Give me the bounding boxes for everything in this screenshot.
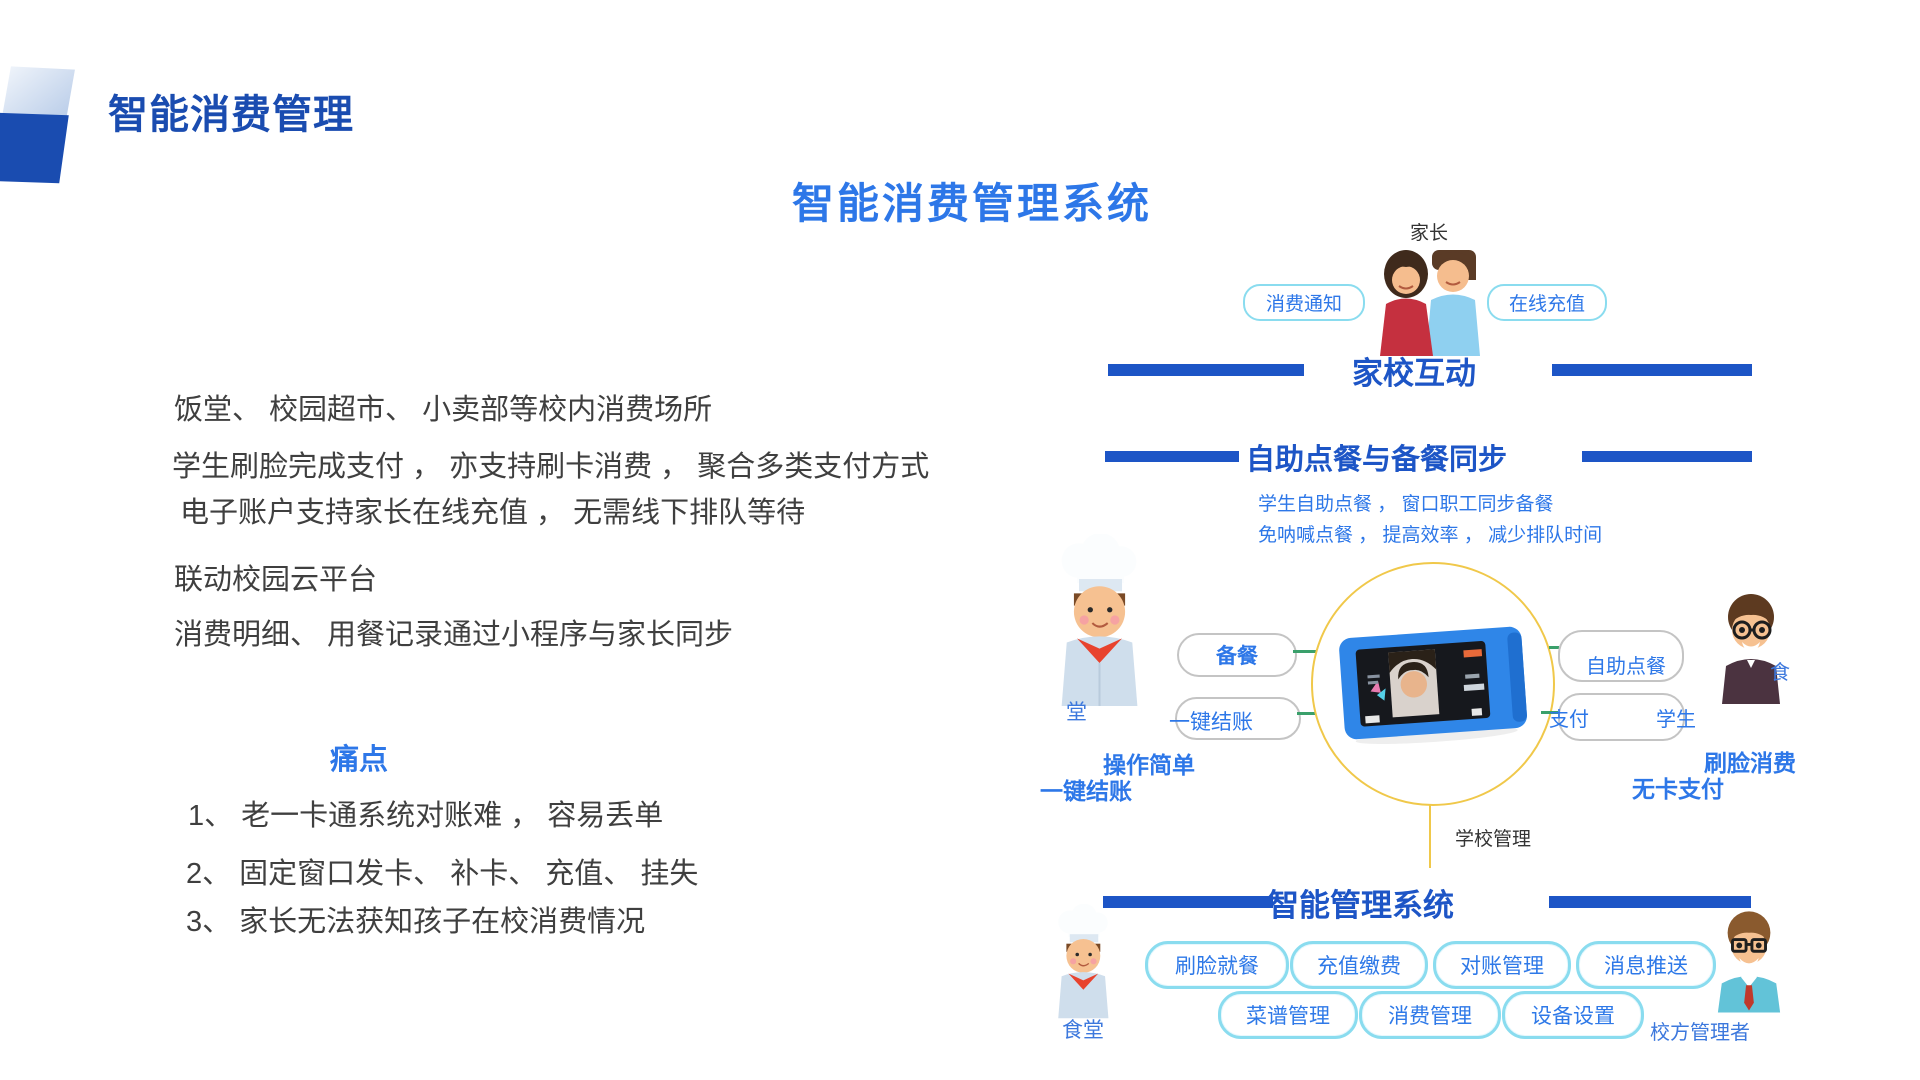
intro-line-1: 饭堂、 校园超市、 小卖部等校内消费场所 xyxy=(174,394,713,426)
divider-bar xyxy=(1108,364,1304,376)
student-overlap-label: 食 xyxy=(1770,662,1790,684)
divider-bar xyxy=(1549,896,1751,908)
heading-home-school: 家校互动 xyxy=(1352,356,1476,391)
pill-recharge-pay-label: 充值缴费 xyxy=(1317,955,1401,978)
admin-label: 校方管理者 xyxy=(1650,1022,1750,1044)
pill-online-recharge: 在线充值 xyxy=(1487,284,1607,321)
divider-bar xyxy=(1103,896,1273,908)
hub-circle xyxy=(1311,562,1555,806)
school-manage-label: 学校管理 xyxy=(1455,829,1532,850)
connector-line xyxy=(1549,646,1559,649)
divider-bar xyxy=(1582,451,1752,462)
parents-label: 家长 xyxy=(1410,223,1449,244)
pill-prepare-meal-label: 备餐 xyxy=(1216,645,1258,668)
pill-one-key-checkout: 一键结账 xyxy=(1169,697,1301,740)
connector-line xyxy=(1297,712,1317,715)
pill-online-recharge-label: 在线充值 xyxy=(1508,294,1585,315)
pill-menu-manage-label: 菜谱管理 xyxy=(1246,1005,1330,1028)
section-title: 智能消费管理系统 xyxy=(792,180,1153,227)
pill-reconcile-label: 对账管理 xyxy=(1460,955,1544,978)
pill-student-label: 学生 xyxy=(1656,709,1696,731)
pill-pay-student: 支付 学生 xyxy=(1549,693,1696,741)
pill-menu-manage: 菜谱管理 xyxy=(1218,991,1358,1039)
student-illustration xyxy=(1722,594,1780,704)
pill-recharge-pay: 充值缴费 xyxy=(1290,941,1428,989)
divider-bar xyxy=(1552,364,1752,376)
pain-item-3: 3、 家长无法获知孩子在校消费情况 xyxy=(186,906,646,938)
pain-title: 痛点 xyxy=(330,744,389,776)
pill-consume-manage-label: 消费管理 xyxy=(1388,1005,1472,1028)
chef-illustration xyxy=(1061,534,1138,706)
corner-deco-dark xyxy=(0,112,69,184)
parents-illustration xyxy=(1380,250,1480,356)
order-desc-2: 免呐喊点餐 ， 提高效率 ， 减少排队时间 xyxy=(1258,525,1603,546)
canteen-overlap-label: 堂 xyxy=(1066,701,1087,724)
admin-illustration xyxy=(1717,911,1781,1013)
page-title: 智能消费管理 xyxy=(108,93,354,137)
pill-face-dining: 刷脸就餐 xyxy=(1145,941,1289,989)
pill-consume-notice: 消费通知 xyxy=(1243,284,1365,321)
heading-self-order: 自助点餐与备餐同步 xyxy=(1246,444,1508,476)
intro-line-3: 电子账户支持家长在线充值 ， 无需线下排队等待 xyxy=(180,497,806,529)
pill-consume-manage: 消费管理 xyxy=(1359,991,1501,1039)
connector-line xyxy=(1541,711,1558,714)
pain-item-1: 1、 老一卡通系统对账难 ， 容易丢单 xyxy=(188,800,664,832)
pill-reconcile: 对账管理 xyxy=(1433,941,1571,989)
connector-line xyxy=(1293,650,1317,653)
intro-line-4: 联动校园云平台 xyxy=(174,564,378,596)
canteen-caption-2: 一键结账 xyxy=(1040,778,1132,804)
divider-bar xyxy=(1105,451,1239,462)
pill-self-order-label: 自助点餐 xyxy=(1586,656,1666,678)
pill-face-dining-label: 刷脸就餐 xyxy=(1175,955,1259,978)
pill-prepare-meal: 备餐 xyxy=(1177,633,1297,677)
pill-message-push: 消息推送 xyxy=(1576,941,1716,989)
pill-device-setting: 设备设置 xyxy=(1502,991,1644,1039)
pill-one-key-checkout-label: 一键结账 xyxy=(1169,711,1253,734)
pill-device-setting-label: 设备设置 xyxy=(1531,1005,1615,1028)
canteen-chef-illustration xyxy=(1058,904,1109,1019)
canteen-caption-1: 操作简单 xyxy=(1103,752,1195,778)
school-connector-line xyxy=(1429,804,1431,868)
canteen-label: 食堂 xyxy=(1062,1019,1104,1042)
pill-pay-label: 支付 xyxy=(1549,709,1589,731)
student-caption-2: 无卡支付 xyxy=(1632,776,1724,802)
pain-item-2: 2、 固定窗口发卡、 补卡、 充值、 挂失 xyxy=(186,858,699,890)
pill-self-order: 自助点餐 xyxy=(1558,630,1684,682)
face-terminal-device xyxy=(1339,626,1527,744)
pill-consume-notice-label: 消费通知 xyxy=(1265,294,1342,315)
pill-message-push-label: 消息推送 xyxy=(1604,955,1688,978)
intro-line-2: 学生刷脸完成支付 ， 亦支持刷卡消费 ， 聚合多类支付方式 xyxy=(172,451,930,483)
intro-line-5: 消费明细、 用餐记录通过小程序与家长同步 xyxy=(174,619,734,651)
order-desc-1: 学生自助点餐 ， 窗口职工同步备餐 xyxy=(1258,494,1554,515)
student-caption-1: 刷脸消费 xyxy=(1704,750,1796,776)
heading-management: 智能管理系统 xyxy=(1268,888,1454,923)
